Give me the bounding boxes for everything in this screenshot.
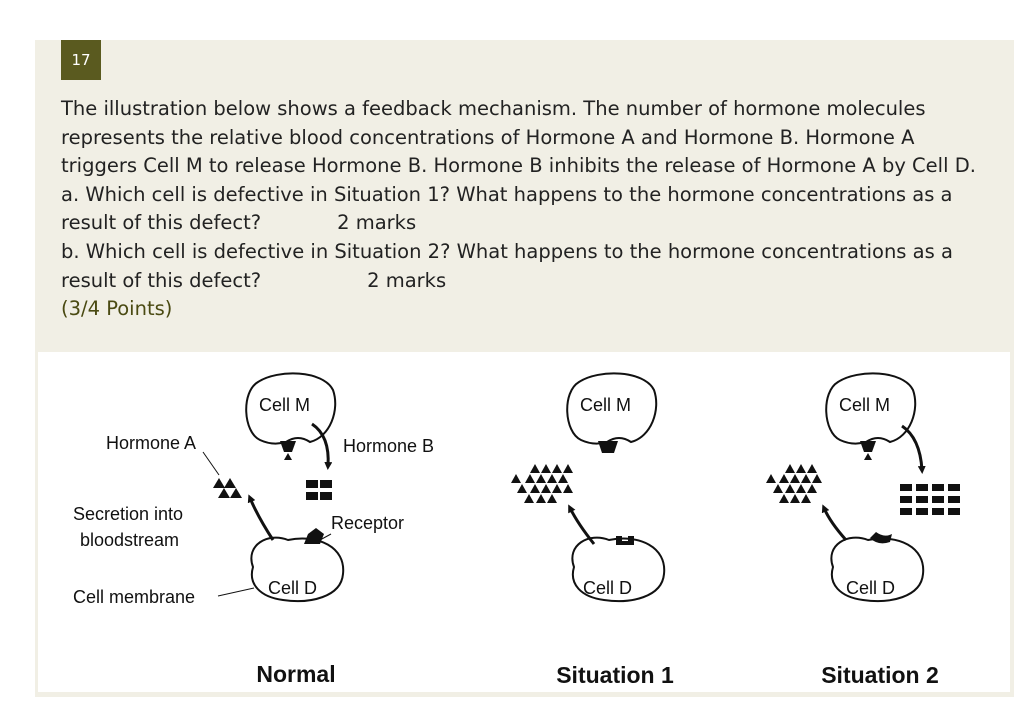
hormone-b-arrow [901,424,926,474]
cell-d-label: Cell D [583,578,632,598]
receptor-shape [870,532,892,544]
panel-caption-situation-2: Situation 2 [821,662,939,688]
points-label: (3/4 Points) [61,297,173,321]
hormone-a-molecule [864,453,872,460]
question-line-a-end: result of this defect? 2 marks [61,209,1006,238]
cell-d-label: Cell D [268,578,317,598]
feedback-diagram: Cell M Cell D Hormone A Hormone B Secret… [38,352,1010,692]
cell-d [571,536,666,603]
panel-normal: Cell M Cell D Hormone A Hormone B Secret… [73,372,434,687]
hormone-a-molecule [284,453,292,460]
hormone-b-molecules [900,484,960,515]
cell-m-label: Cell M [839,395,890,415]
question-line: represents the relative blood concentrat… [61,125,915,149]
panel-situation-2: Cell M Cell D Situation 2 [766,372,960,688]
cell-m-receptor [598,441,618,453]
secretion-arrow [568,504,596,545]
hormone-b-arrow [311,422,333,470]
cell-m-receptor [280,441,296,452]
receptor-shape [304,528,324,544]
cell-d-label: Cell D [846,578,895,598]
question-line-b-end: result of this defect? 2 marks [61,267,1006,296]
marks-a: 2 marks [337,211,417,235]
panel-situation-1: Cell M Cell D Situation 1 [511,372,674,688]
secretion-arrow [247,494,275,541]
cell-d [830,536,925,603]
question-line: triggers Cell M to release Hormone B. Ho… [61,154,976,178]
cell-membrane-label: Cell membrane [73,587,195,607]
cell-m-label: Cell M [259,395,310,415]
hormone-a-label: Hormone A [106,433,196,453]
hormone-a-molecules [511,464,573,503]
receptor-shape [616,536,634,545]
panel-caption-normal: Normal [256,661,335,687]
secretion-arrow [821,504,848,541]
receptor-label: Receptor [331,513,404,533]
panel-caption-situation-1: Situation 1 [556,662,674,688]
cell-m-label: Cell M [580,395,631,415]
secretion-label-2: bloodstream [80,530,179,550]
question-line: The illustration below shows a feedback … [61,97,926,120]
diagram-svg: Cell M Cell D Hormone A Hormone B Secret… [73,372,960,688]
question-b-text: result of this defect? [61,268,262,292]
marks-b: 2 marks [367,268,447,292]
question-line: b. Which cell is defective in Situation … [61,239,953,263]
secretion-label-1: Secretion into [73,504,183,524]
cell-m-receptor [860,441,876,452]
hormone-a-molecules [766,464,822,503]
question-text: The illustration below shows a feedback … [61,95,1006,324]
hormone-a-molecules [213,478,242,498]
question-a-text: result of this defect? [61,211,262,235]
question-line: a. Which cell is defective in Situation … [61,182,953,206]
hormone-b-molecules [306,480,332,500]
question-number-badge: 17 [61,40,101,80]
hormone-b-label: Hormone B [343,436,434,456]
